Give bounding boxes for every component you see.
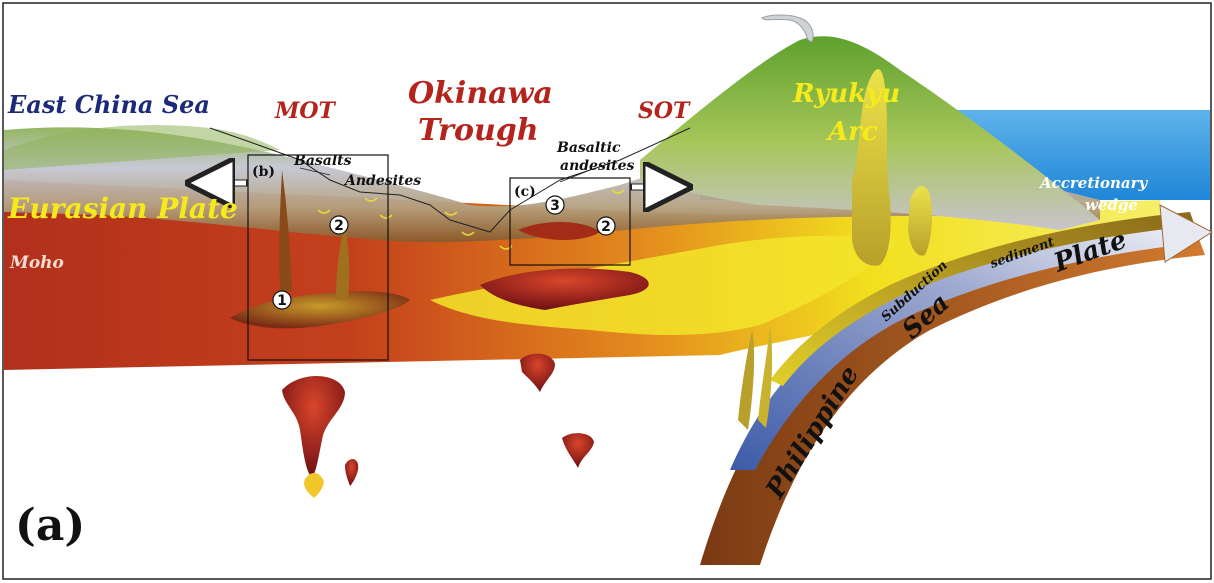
slab-arrow-tip <box>1159 204 1213 263</box>
melt-droplet-lower <box>562 433 594 468</box>
marker-2-mot: 2 <box>329 215 349 235</box>
volcano-smoke <box>761 14 814 43</box>
svg-text:2: 2 <box>334 218 344 234</box>
svg-text:3: 3 <box>550 198 560 214</box>
sot-upper-lens <box>518 221 600 240</box>
label-wedge: wedge <box>1085 196 1138 214</box>
melt-texture-arcs <box>317 189 625 250</box>
label-andesites: Andesites <box>343 173 421 189</box>
marker-3: 3 <box>545 195 565 215</box>
label-trough: Trough <box>418 113 539 148</box>
label-eurasian-plate: Eurasian Plate <box>7 192 238 225</box>
label-basalts: Basalts <box>293 153 352 169</box>
melt-finger-1 <box>738 330 755 430</box>
inset-label-b: (b) <box>252 164 275 180</box>
marker-2-sot: 2 <box>596 216 616 236</box>
marker-1: 1 <box>272 290 292 310</box>
label-basaltic-andesites: andesites <box>560 158 635 174</box>
mot-dike-1 <box>279 170 292 292</box>
svg-text:1: 1 <box>277 293 287 309</box>
label-accretionary: Accretionary <box>1038 174 1149 192</box>
seafloor-profile <box>209 127 691 233</box>
label-moho: Moho <box>9 253 64 273</box>
inset-label-c: (c) <box>514 184 536 200</box>
melt-finger-2 <box>758 325 773 428</box>
panel-label-a: (a) <box>15 500 85 551</box>
sot-magma-chamber <box>480 268 649 310</box>
mot-magma-body <box>230 291 410 329</box>
arc-plume-secondary <box>908 185 933 256</box>
melt-droplet-small <box>345 458 359 486</box>
label-mot: MOT <box>274 98 337 124</box>
inset-box-b <box>247 154 389 361</box>
mot-dike-2 <box>336 225 350 300</box>
leader-basaltic <box>559 169 591 183</box>
east-china-sea-shelf <box>4 124 280 170</box>
label-okinawa: Okinawa <box>408 76 553 111</box>
svg-text:2: 2 <box>601 219 611 235</box>
subduction-sediment-layer <box>770 212 1195 386</box>
melt-droplet-small-yellow <box>304 473 324 498</box>
label-ryukyu: Ryukyu <box>792 79 900 109</box>
melt-droplet-large <box>282 375 345 478</box>
melt-droplet-mid <box>520 353 555 392</box>
leader-basalts <box>299 167 331 176</box>
arc-plume-main <box>852 69 891 266</box>
label-sot: SOT <box>638 98 691 124</box>
label-east-china-sea: East China Sea <box>7 90 210 119</box>
melt-tongue <box>430 235 900 335</box>
label-arc: Arc <box>825 117 878 147</box>
label-basaltic: Basaltic <box>556 140 621 156</box>
